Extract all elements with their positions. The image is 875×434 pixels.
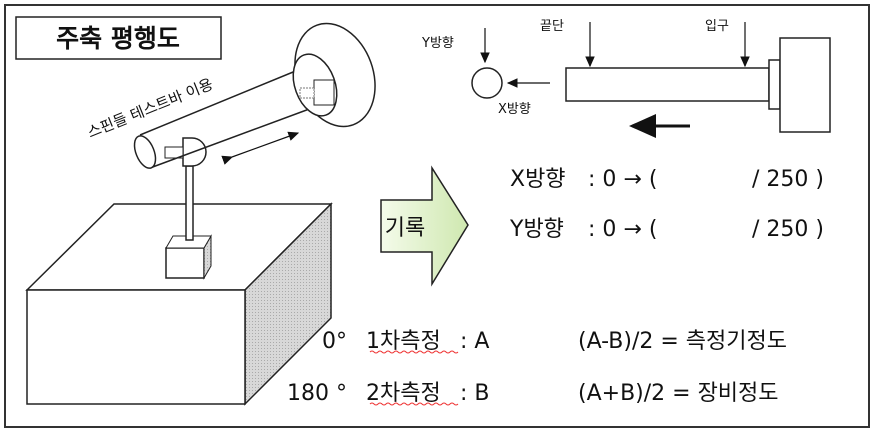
svg-text:2차측정: 2차측정: [366, 381, 441, 406]
spindle-block: [779, 37, 831, 133]
svg-text:X방향: X방향: [510, 167, 566, 192]
dial-indicator-stand: [164, 137, 212, 280]
reading-x: X방향 : 0 → ( / 250 ): [510, 167, 824, 192]
y-direction-label: Y방향: [421, 36, 454, 51]
test-bar-side: [565, 67, 770, 102]
measurement-row-1: 0° 1차측정 : A (A-B)/2 = 측정기정도: [322, 329, 787, 354]
svg-text:: B: : B: [460, 381, 490, 406]
svg-text:0°: 0°: [322, 329, 347, 354]
svg-text:(A-B)/2 = 측정기정도: (A-B)/2 = 측정기정도: [578, 329, 787, 354]
record-arrow: 기록: [380, 165, 469, 287]
svg-text:1차측정: 1차측정: [366, 329, 441, 354]
spindle-head: [292, 22, 376, 128]
record-label: 기록: [385, 216, 425, 241]
svg-text:180 °: 180 °: [287, 381, 347, 406]
title-box: 주축 평행도: [15, 16, 222, 60]
title: 주축 평행도: [56, 24, 180, 53]
svg-text:: A: : A: [460, 329, 489, 354]
direction-diagram: Y방향 X방향 끝단 입구: [421, 19, 831, 138]
svg-text:Y방향: Y방향: [509, 217, 564, 242]
end-label: 끝단: [540, 19, 564, 34]
measurement-row-2: 180 ° 2차측정 : B (A+B)/2 = 장비정도: [287, 381, 779, 406]
movement-arrow: [221, 131, 300, 165]
svg-text:/ 250 ): / 250 ): [752, 217, 824, 242]
svg-text:(A+B)/2 = 장비정도: (A+B)/2 = 장비정도: [578, 381, 779, 406]
svg-text:: 0 → (: : 0 → (: [588, 167, 657, 192]
test-bar-cross-section: [471, 67, 503, 99]
svg-text:: 0 → (: : 0 → (: [588, 217, 657, 242]
svg-text:/ 250 ): / 250 ): [752, 167, 824, 192]
entry-label: 입구: [705, 19, 729, 34]
reading-y: Y방향 : 0 → ( / 250 ): [509, 217, 824, 242]
x-direction-label: X방향: [498, 102, 531, 117]
